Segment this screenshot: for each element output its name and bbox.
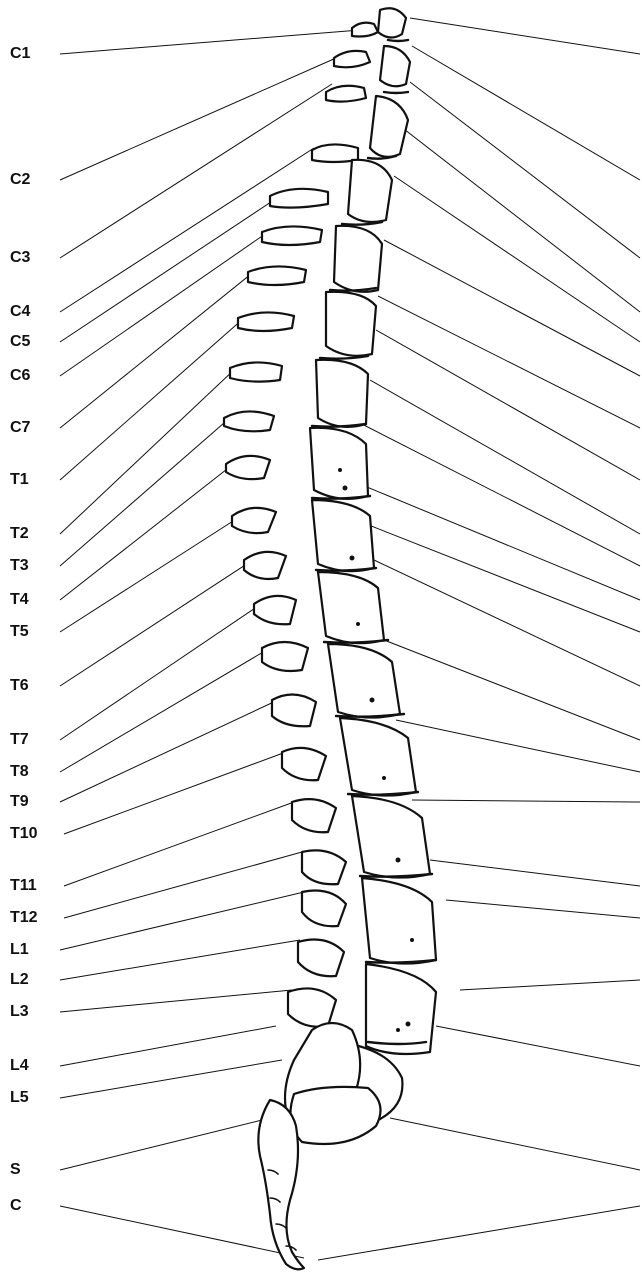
leader-line-left-t4 xyxy=(60,462,236,600)
vertebra-label-t10: T10 xyxy=(10,825,38,843)
leader-line-left-t3 xyxy=(60,416,232,566)
vertebra-label-c2: C2 xyxy=(10,171,30,189)
leader-line-right xyxy=(390,1118,640,1170)
leader-line-left-c xyxy=(60,1206,304,1258)
leader-line-left-t1 xyxy=(60,318,244,480)
leader-line-left-t9 xyxy=(60,700,278,802)
vertebra-label-t12: T12 xyxy=(10,909,38,927)
vertebra-label-c7: C7 xyxy=(10,419,30,437)
leader-line-left-t2 xyxy=(60,368,236,534)
vertebra-label-l1: L1 xyxy=(10,941,29,959)
leader-line-right xyxy=(356,520,640,632)
vertebra-label-t6: T6 xyxy=(10,677,29,695)
leader-line-right xyxy=(396,720,640,772)
leader-line-left-t5 xyxy=(60,514,244,632)
leader-line-right xyxy=(460,980,640,990)
leader-line-right xyxy=(412,46,640,180)
leader-line-right xyxy=(350,480,640,600)
spinal-column xyxy=(224,8,436,1269)
leader-line-left-c6 xyxy=(60,232,268,376)
leader-line-left-c1 xyxy=(60,30,360,54)
vertebra-label-t8: T8 xyxy=(10,763,29,781)
leader-line-right xyxy=(374,560,640,686)
vertebra-label-t5: T5 xyxy=(10,623,29,641)
leader-line-right xyxy=(354,420,640,566)
leader-line-right xyxy=(318,1206,640,1260)
leader-line-left-t12 xyxy=(64,852,302,918)
leader-line-left-t7 xyxy=(60,602,264,740)
leader-line-left-l1 xyxy=(60,892,304,950)
vertebra-label-l4: L4 xyxy=(10,1057,29,1075)
leader-line-left-l5 xyxy=(60,1060,282,1098)
leader-line-right xyxy=(446,900,640,918)
vertebra-label-t4: T4 xyxy=(10,591,29,609)
leader-line-left-c7 xyxy=(60,270,256,428)
leader-line-right xyxy=(376,330,640,480)
leader-line-right xyxy=(436,1026,640,1066)
leader-line-right xyxy=(412,800,640,802)
vertebra-label-c3: C3 xyxy=(10,249,30,267)
vertebra-label-c: C xyxy=(10,1197,22,1215)
vertebra-label-t3: T3 xyxy=(10,557,29,575)
leader-line-right xyxy=(400,126,640,312)
leader-line-left-t10 xyxy=(64,752,286,834)
vertebra-label-c1: C1 xyxy=(10,45,30,63)
vertebra-label-c4: C4 xyxy=(10,303,30,321)
vertebra-label-s: S xyxy=(10,1161,21,1179)
vertebra-label-l5: L5 xyxy=(10,1089,29,1107)
vertebra-label-t11: T11 xyxy=(10,877,37,895)
leader-line-right xyxy=(410,18,640,54)
leader-line-left-c2 xyxy=(60,58,336,180)
leader-line-left-l3 xyxy=(60,990,292,1012)
vertebra-label-t2: T2 xyxy=(10,525,29,543)
leader-line-left-t11 xyxy=(64,802,294,886)
vertebra-label-l3: L3 xyxy=(10,1003,29,1021)
leader-line-left-l2 xyxy=(60,940,300,980)
vertebra-label-t9: T9 xyxy=(10,793,29,811)
leader-line-left-l4 xyxy=(60,1026,276,1066)
vertebra-label-c5: C5 xyxy=(10,333,30,351)
leader-line-right xyxy=(430,860,640,886)
leader-line-right xyxy=(384,640,640,740)
leader-line-right xyxy=(410,82,640,258)
vertebra-label-c6: C6 xyxy=(10,367,30,385)
leader-line-right xyxy=(394,176,640,342)
vertebra-label-l2: L2 xyxy=(10,971,29,989)
vertebra-label-t7: T7 xyxy=(10,731,29,749)
leader-line-left-s xyxy=(60,1120,262,1170)
leader-line-right xyxy=(384,240,640,376)
vertebra-label-t1: T1 xyxy=(10,471,29,489)
